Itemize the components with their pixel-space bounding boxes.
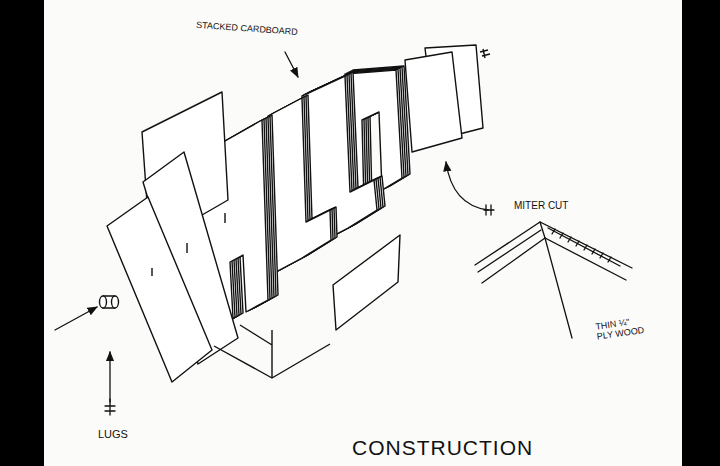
bottom-panel	[333, 235, 400, 330]
leader-arrow	[285, 52, 298, 77]
tick-mark	[484, 205, 494, 215]
base-outline	[214, 325, 330, 378]
label-holder: LUGS	[98, 428, 158, 441]
tick-mark	[480, 49, 490, 58]
label-holder: MITER CUT	[514, 200, 604, 212]
title-holder: CONSTRUCTION	[352, 436, 533, 460]
detail-title: MITER CUT	[514, 200, 604, 212]
leader-arrow	[55, 307, 97, 330]
sheet-title: CONSTRUCTION	[352, 436, 533, 460]
lug-slot	[152, 213, 225, 276]
part-name: LUGS	[98, 428, 158, 441]
tick-mark	[105, 399, 115, 415]
leader-arrow	[109, 352, 110, 402]
leader-arrow	[446, 162, 488, 210]
lug	[100, 296, 119, 308]
side-panel	[107, 197, 212, 382]
back-panel	[405, 52, 462, 152]
